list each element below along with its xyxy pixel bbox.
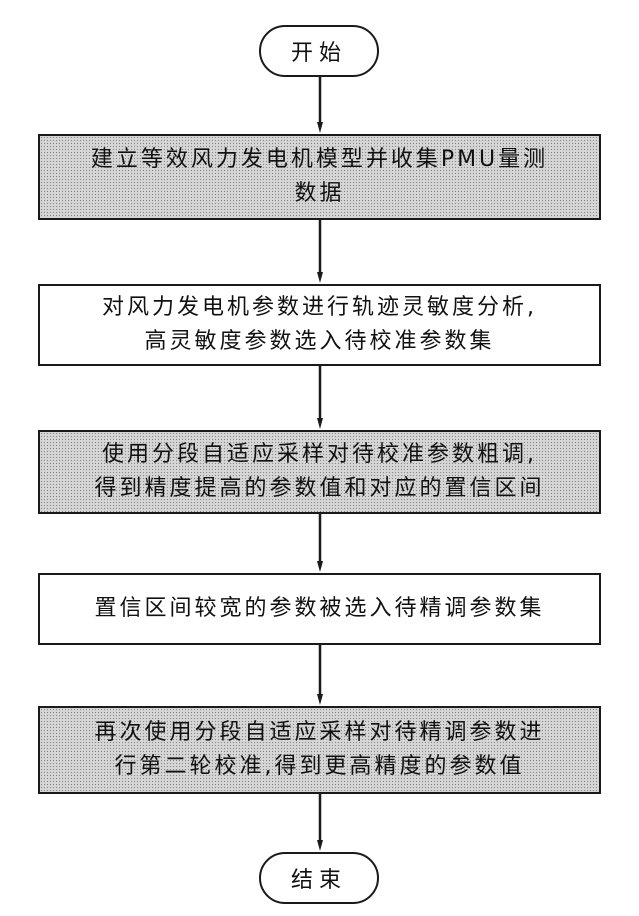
step-2-box: 对风力发电机参数进行轨迹灵敏度分析, 高灵敏度参数选入待校准参数集 — [38, 284, 601, 366]
end-node: 结束 — [259, 852, 379, 904]
step-3-box: 使用分段自适应采样对待校准参数粗调, 得到精度提高的参数值和对应的置信区间 — [38, 430, 601, 514]
step-4-line-1: 置信区间较宽的参数被选入待精调参数集 — [94, 592, 544, 626]
step-1-line-1: 建立等效风力发电机模型并收集PMU量测 — [91, 143, 548, 177]
step-5-line-1: 再次使用分段自适应采样对待精调参数进 — [94, 716, 544, 750]
arrow-step4-to-step5 — [317, 645, 323, 706]
step-1-line-2: 数据 — [294, 177, 344, 211]
arrow-step2-to-step3 — [317, 366, 323, 430]
start-node: 开始 — [259, 25, 379, 77]
step-3-line-2: 得到精度提高的参数值和对应的置信区间 — [94, 472, 544, 506]
step-3-line-1: 使用分段自适应采样对待校准参数粗调, — [102, 438, 537, 472]
start-label: 开始 — [291, 35, 347, 67]
step-2-line-1: 对风力发电机参数进行轨迹灵敏度分析, — [102, 291, 537, 325]
step-5-box: 再次使用分段自适应采样对待精调参数进 行第二轮校准,得到更高精度的参数值 — [38, 706, 601, 794]
step-4-box: 置信区间较宽的参数被选入待精调参数集 — [38, 573, 601, 645]
arrow-start-to-step1 — [317, 77, 323, 134]
step-2-line-2: 高灵敏度参数选入待校准参数集 — [144, 325, 494, 359]
step-1-box: 建立等效风力发电机模型并收集PMU量测 数据 — [38, 134, 601, 220]
arrow-step3-to-step4 — [317, 514, 323, 573]
arrow-step1-to-step2 — [317, 220, 323, 284]
end-label: 结束 — [291, 862, 347, 894]
arrow-step5-to-end — [317, 794, 323, 852]
step-5-line-2: 行第二轮校准,得到更高精度的参数值 — [115, 750, 525, 784]
